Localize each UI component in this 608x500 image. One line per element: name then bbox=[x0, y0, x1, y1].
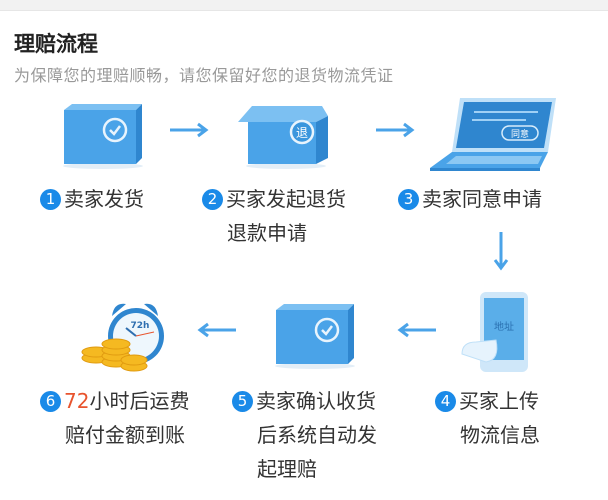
step-text: 卖家发货 bbox=[64, 187, 144, 211]
step-badge: 2 bbox=[202, 189, 223, 210]
step-text: 卖家同意申请 bbox=[422, 187, 542, 211]
hours-highlight: 72 bbox=[64, 389, 90, 413]
step-text: 赔付金额到账 bbox=[65, 423, 185, 447]
page-title: 理赔流程 bbox=[14, 32, 98, 56]
box-check-icon bbox=[275, 304, 355, 369]
hours-text: 72h bbox=[131, 321, 150, 331]
box-check-icon bbox=[63, 104, 143, 169]
step-text: 退款申请 bbox=[227, 221, 307, 245]
arrow-left-icon bbox=[397, 322, 436, 338]
step-text: 后系统自动发 bbox=[257, 423, 377, 447]
step-badge: 6 bbox=[40, 391, 61, 412]
step-text: 买家上传 bbox=[459, 389, 539, 413]
open-box-return-icon: 退 bbox=[238, 106, 328, 169]
top-bar bbox=[0, 0, 608, 11]
step-text: 买家发起退货 bbox=[226, 187, 346, 211]
agree-text: 同意 bbox=[511, 128, 529, 140]
alarm-clock-coins-icon: 72h bbox=[81, 303, 164, 372]
step-badge: 4 bbox=[435, 391, 456, 412]
arrow-left-icon bbox=[197, 322, 236, 338]
step-text: 卖家确认收货 bbox=[256, 389, 376, 413]
step-text: 小时后运费 bbox=[89, 389, 190, 413]
page-subtitle: 为保障您的理赔顺畅，请您保留好您的退货物流凭证 bbox=[14, 66, 394, 85]
return-text: 退 bbox=[296, 126, 308, 140]
phone-receipt-icon: 地址 bbox=[461, 292, 528, 372]
arrow-right-icon bbox=[376, 122, 415, 138]
arrow-down-icon bbox=[493, 232, 509, 271]
step-text: 起理赔 bbox=[257, 457, 317, 481]
step-badge: 3 bbox=[398, 189, 419, 210]
step-text: 物流信息 bbox=[460, 423, 540, 447]
laptop-icon: 同意 bbox=[430, 98, 556, 171]
step-badge: 1 bbox=[40, 189, 61, 210]
address-text: 地址 bbox=[494, 320, 514, 333]
arrow-right-icon bbox=[170, 122, 209, 138]
step-badge: 5 bbox=[232, 391, 253, 412]
